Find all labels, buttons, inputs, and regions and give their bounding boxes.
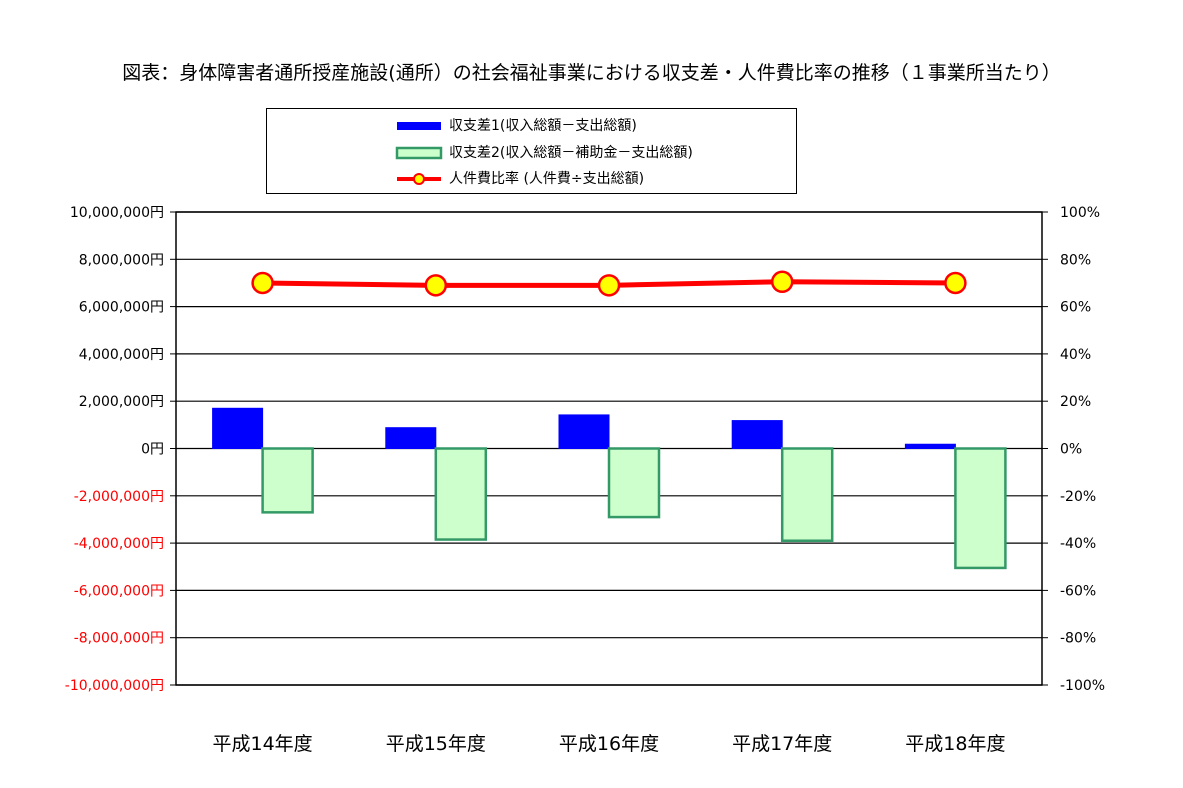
bar-series-1 — [385, 427, 437, 449]
ratio-point — [597, 274, 621, 297]
legend-label-series-1: 収支差1(収入総額－支出総額) — [449, 118, 637, 134]
x-category-label: 平成17年度 — [732, 733, 832, 755]
right-tick-label: 80% — [1060, 252, 1091, 268]
right-tick-label: 40% — [1060, 347, 1091, 363]
x-category-label: 平成18年度 — [905, 733, 1005, 755]
axis-labels: 10,000,000円 100% 8,000,000円 80% 6,000,000円 60… — [65, 205, 1105, 755]
bar-series-1 — [558, 414, 610, 449]
legend-swatch-red-line — [395, 169, 443, 189]
left-tick-label: 0円 — [141, 442, 164, 458]
ratio-point — [944, 271, 967, 295]
ratio-point — [770, 270, 794, 294]
left-tick-label: -10,000,000円 — [65, 678, 164, 694]
left-tick-label: 4,000,000円 — [79, 347, 164, 363]
left-tick-label: -8,000,000円 — [74, 631, 164, 647]
legend-label-series-3: 人件費比率 (人件費÷支出総額) — [449, 171, 645, 187]
bar-series-1 — [212, 407, 264, 450]
bars — [212, 407, 1007, 570]
right-tick-label: -20% — [1060, 489, 1096, 505]
legend: 収支差1(収入総額－支出総額) 収支差2(収入総額－補助金－支出総額) 人件費比… — [266, 108, 797, 194]
ratio-point — [251, 271, 274, 295]
ratio-line — [251, 270, 967, 297]
bar-series-2 — [607, 447, 661, 519]
ratio-point — [424, 274, 448, 297]
right-tick-label: 100% — [1060, 205, 1100, 221]
x-category-label: 平成16年度 — [559, 733, 659, 755]
right-tick-label: -40% — [1060, 536, 1096, 552]
right-tick-label: -80% — [1060, 631, 1096, 647]
x-category-label: 平成14年度 — [213, 733, 313, 755]
right-tick-label: -100% — [1060, 678, 1105, 694]
left-tick-label: -6,000,000円 — [74, 583, 164, 599]
legend-label-series-2: 収支差2(収入総額－補助金－支出総額) — [449, 145, 693, 161]
left-tick-label: -2,000,000円 — [74, 489, 164, 505]
legend-swatch-blue-bar — [395, 116, 443, 136]
bar-series-2 — [434, 447, 488, 541]
left-tick-label: 10,000,000円 — [70, 205, 164, 221]
left-tick-label: 6,000,000円 — [79, 300, 164, 316]
bar-series-2 — [261, 447, 314, 514]
left-tick-label: -4,000,000円 — [74, 536, 164, 552]
right-tick-label: 60% — [1060, 300, 1091, 316]
bar-series-1 — [904, 443, 956, 450]
left-tick-label: 2,000,000円 — [79, 394, 164, 410]
bar-series-2 — [954, 447, 1007, 570]
x-category-label: 平成15年度 — [386, 733, 486, 755]
left-tick-label: 8,000,000円 — [79, 252, 164, 268]
right-tick-label: -60% — [1060, 583, 1096, 599]
right-tick-label: 0% — [1060, 442, 1082, 458]
bar-series-1 — [731, 420, 783, 449]
bar-series-2 — [780, 447, 834, 542]
right-tick-label: 20% — [1060, 394, 1091, 410]
chart-title: 図表：身体障害者通所授産施設(通所）の社会福祉事業における収支差・人件費比率の推… — [122, 62, 1061, 84]
legend-swatch-green-bar — [395, 143, 443, 163]
